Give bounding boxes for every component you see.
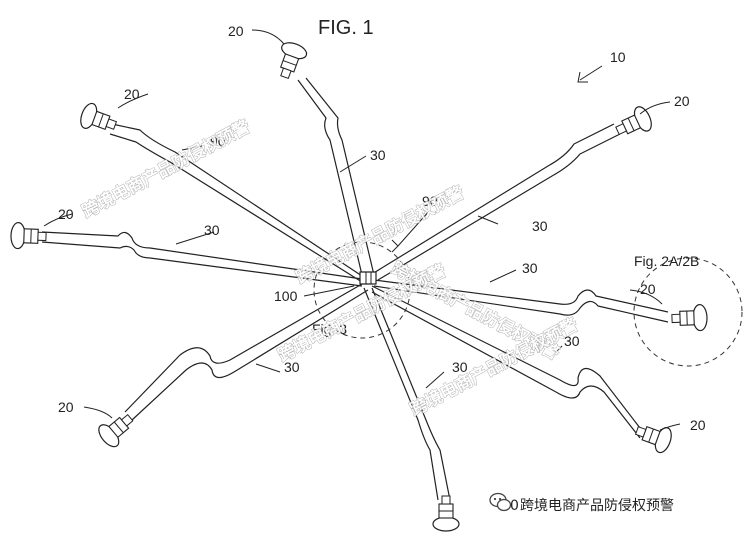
footer-text: 跨境电商产品防侵权预警 xyxy=(520,497,674,514)
ref-label-20-right: 20 xyxy=(640,281,656,297)
ref-label-90-upper-left: 90 xyxy=(210,133,226,149)
detail-label-fig3: Fig. 3 xyxy=(312,321,347,337)
detail-circle-fig3 xyxy=(313,241,411,339)
strap-lower-right xyxy=(371,285,641,439)
detail-label-fig2: Fig. 2A/2B xyxy=(634,253,699,269)
clip-right xyxy=(670,303,709,333)
strap-right xyxy=(373,279,669,323)
figure-title: FIG. 1 xyxy=(318,17,374,39)
footer-prefix: 0 xyxy=(510,498,519,514)
strap-left xyxy=(41,231,363,287)
strap-upper-right xyxy=(371,123,621,281)
ref-label-30-right: 30 xyxy=(522,260,538,276)
strap-bottom xyxy=(363,287,451,501)
clip-top xyxy=(271,39,310,83)
ref-label-20-lower-right: 20 xyxy=(690,417,706,433)
strap-lower-left xyxy=(124,283,369,421)
ref-label-20-upper-right: 20 xyxy=(674,93,690,109)
detail-circle-fig2 xyxy=(633,257,743,367)
ref-label-100: 100 xyxy=(274,288,298,304)
ref-label-20-lower-left: 20 xyxy=(58,399,74,415)
ref-label-30-bottom: 30 xyxy=(452,359,468,375)
ref-label-20-upper-left: 20 xyxy=(124,86,140,102)
strap-top xyxy=(297,77,375,276)
ref-label-30-lower-left: 30 xyxy=(284,359,300,375)
ref-label-90: 90 xyxy=(422,193,438,209)
footer: 0 跨境电商产品防侵权预警 xyxy=(489,492,674,514)
clip-bottom xyxy=(432,495,460,532)
clip-upper-left xyxy=(77,100,121,139)
ref-label-30-lower-right: 30 xyxy=(564,333,580,349)
ref-label-10: 10 xyxy=(610,49,626,65)
ref-label-20-top: 20 xyxy=(228,23,244,39)
clip-lower-left xyxy=(94,407,140,451)
ref-label-30-left: 30 xyxy=(204,222,220,238)
ref-label-30-top: 30 xyxy=(370,147,386,163)
strap-upper-left xyxy=(109,123,363,283)
center-hub xyxy=(359,271,377,285)
clip-upper-right xyxy=(611,103,656,144)
watermark-1: 跨境电商产品防侵权预警 xyxy=(78,116,253,222)
clip-left xyxy=(9,221,48,251)
ref-label-30-upper-right: 30 xyxy=(532,218,548,234)
wechat-icon xyxy=(489,492,512,512)
ref-label-20-left: 20 xyxy=(58,206,74,222)
